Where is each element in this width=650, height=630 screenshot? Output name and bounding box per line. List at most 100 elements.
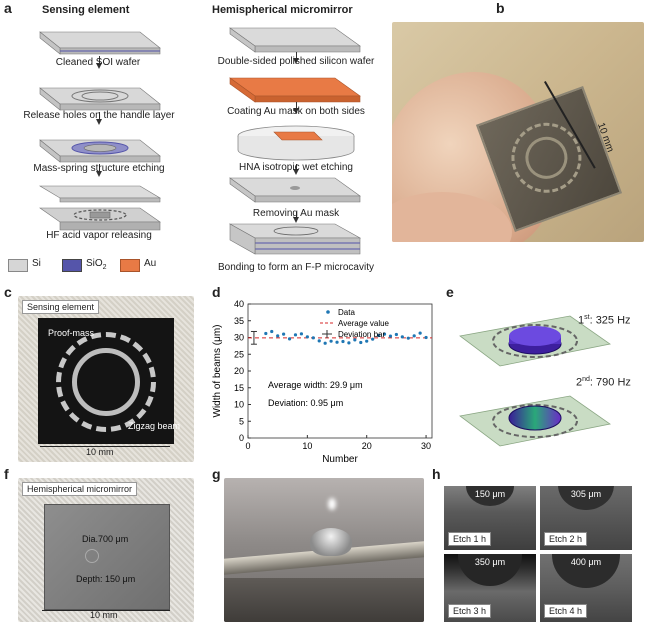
x-tick-label: 10 (302, 441, 312, 451)
step-label: HNA isotropic wet etching (239, 162, 353, 173)
depth-label: Depth: 150 μm (76, 574, 136, 584)
zigzag-beam-label: Zigzag beam (128, 421, 181, 431)
flow-arrow-line (296, 102, 297, 109)
legend-label-average: Average value (338, 319, 390, 328)
bonding-illustration (228, 223, 362, 255)
step-label: Double-sided polished silicon wafer (217, 56, 375, 67)
etch-time-label: Etch 3 h (448, 604, 492, 618)
legend-label-data: Data (338, 308, 355, 317)
x-tick-label: 0 (245, 441, 250, 451)
y-tick-label: 0 (239, 433, 244, 443)
x-axis-label: Number (322, 454, 358, 465)
proof-mass-ring (72, 348, 140, 416)
etch-time-label: Etch 1 h (448, 532, 492, 546)
data-point (293, 333, 298, 337)
au-swatch (120, 259, 140, 272)
data-point (282, 332, 286, 336)
depth-value: 350 μm (474, 557, 506, 567)
flow-arrow-icon (96, 63, 102, 69)
legend-marker-data (326, 310, 330, 314)
release-holes-illustration (39, 87, 161, 111)
hf-release-illustration (38, 185, 162, 231)
legend-label-si: Si (32, 258, 41, 269)
data-point (305, 335, 309, 339)
au-mask-illustration (229, 77, 361, 103)
data-point (347, 341, 351, 345)
x-tick-label: 30 (421, 441, 431, 451)
data-point (264, 331, 268, 336)
device-photo: 10 mm (392, 22, 644, 242)
data-point (311, 336, 315, 340)
data-point (353, 338, 357, 342)
flow-arrow-icon (293, 58, 299, 64)
data-point (323, 341, 327, 345)
legend-label-au: Au (144, 258, 157, 269)
depth-value: 150 μm (474, 489, 506, 499)
flow-arrow-icon (293, 217, 299, 223)
scale-label: 10 mm (90, 610, 118, 620)
mode1-model (459, 315, 611, 367)
depth-value: 305 μm (570, 489, 602, 499)
etch-time-label: Etch 2 h (544, 532, 588, 546)
step-label: Cleaned SOI wafer (55, 57, 141, 68)
data-point (359, 340, 363, 345)
flow-arrow-line (296, 212, 297, 218)
zigzag-ring (56, 332, 156, 432)
flow-arrow-icon (293, 108, 299, 114)
data-point (287, 337, 292, 341)
mode-shapes-illustration (459, 315, 611, 447)
deviation-annotation: Deviation: 0.95 μm (268, 398, 343, 408)
flow-arrow-line (296, 52, 297, 59)
data-point (341, 339, 345, 344)
hemisphere-pit (85, 549, 99, 563)
photo-title: Sensing element (22, 300, 100, 314)
flow-arrow-line (99, 56, 100, 64)
legend-label-deviation: Deviation bar (338, 330, 385, 339)
silicon-square (44, 504, 170, 610)
flow-arrow-line (99, 164, 100, 172)
flow-arrow-icon (293, 169, 299, 175)
panel-letter-a: a (4, 0, 12, 16)
data-point (424, 335, 428, 340)
data-point (412, 334, 416, 338)
mode2-label: 2nd: 790 Hz (576, 376, 631, 389)
data-point (406, 336, 410, 340)
light-spot (328, 498, 336, 510)
flow-arrow-icon (96, 171, 102, 177)
data-point (276, 334, 280, 338)
panel-letter-c: c (4, 284, 12, 300)
panel-letter-g: g (212, 466, 221, 482)
depth-value: 400 μm (570, 557, 602, 567)
etch-profile (466, 486, 514, 506)
photo-title: Hemispherical micromirror (22, 482, 138, 496)
y-tick-label: 5 (239, 416, 244, 426)
sem-tile-1: 150 μm Etch 1 h (444, 486, 536, 550)
silicon-wafer-illustration (229, 27, 361, 53)
y-tick-label: 35 (234, 316, 244, 326)
sensing-element-photo: Sensing element Proof-mass Zigzag beam 1… (18, 296, 194, 462)
base-shadow (224, 578, 424, 622)
panel-letter-d: d (212, 284, 221, 300)
proof-mass-label: Proof-mass (48, 328, 95, 338)
chart-legend: Data Average value Deviation bar (320, 308, 390, 339)
scale-line (40, 446, 170, 447)
data-point (418, 331, 422, 335)
cavity-photo (224, 478, 424, 622)
y-tick-label: 40 (234, 299, 244, 309)
scale-label: 10 mm (86, 447, 114, 457)
soi-wafer-illustration (39, 31, 161, 55)
sensing-process-illustrations (38, 31, 162, 231)
data-point (365, 339, 369, 343)
y-tick-label: 15 (234, 383, 244, 393)
sensing-element-title: Sensing element (42, 4, 130, 16)
hna-etching-illustration (237, 125, 355, 161)
step-label: Release holes on the handle layer (23, 110, 175, 121)
deviation-bar (250, 330, 257, 345)
y-tick-label: 25 (234, 349, 244, 359)
micromirror-photo: Hemispherical micromirror Dia.700 μm Dep… (18, 478, 194, 622)
data-point (270, 329, 274, 334)
panel-letter-f: f (4, 466, 9, 482)
mode2-model (459, 395, 611, 447)
material-legend: Si SiO2 Au (8, 258, 208, 272)
